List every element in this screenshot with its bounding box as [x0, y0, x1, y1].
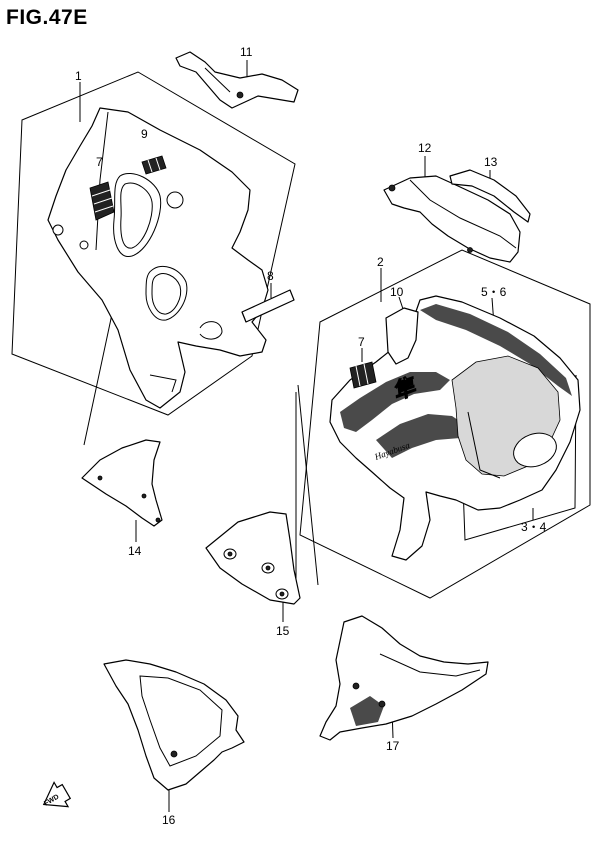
part-11-bracket: [175, 51, 299, 109]
part-15-panel: [205, 511, 301, 605]
label-part-9: 9: [141, 127, 148, 141]
part-2-cowling: Hayabusa 隼: [329, 295, 581, 561]
label-part-7-left: 7: [96, 155, 103, 169]
part-13-strip: [449, 169, 531, 223]
label-part-13: 13: [484, 155, 498, 169]
label-part-1: 1: [75, 69, 82, 83]
part-7-pad-left: [89, 181, 115, 221]
label-part-14: 14: [128, 544, 142, 558]
part-12-duct: [383, 175, 521, 263]
label-part-2: 2: [377, 255, 384, 269]
part-9-patch: [141, 155, 167, 175]
label-part-12: 12: [418, 141, 432, 155]
figure-title: FIG.47E: [6, 6, 88, 29]
label-part-8: 8: [267, 269, 274, 283]
label-part-3-4: 3・4: [521, 520, 547, 534]
fwd-arrow-icon: [42, 781, 72, 808]
label-part-15: 15: [276, 624, 290, 638]
group-box-right: [299, 249, 591, 599]
part-17-under-cowl: [319, 615, 489, 741]
part-8-strip: [241, 289, 295, 323]
part-10-inner: [385, 307, 419, 365]
label-part-7-right: 7: [358, 335, 365, 349]
label-part-5-6: 5・6: [481, 285, 507, 299]
label-part-17: 17: [386, 739, 400, 753]
label-part-16: 16: [162, 813, 176, 827]
group-box-left: [11, 71, 296, 416]
assembly-line-a: [83, 299, 116, 446]
part-14-panel: [81, 439, 163, 527]
assembly-line-b: [297, 384, 319, 586]
label-part-11: 11: [240, 45, 253, 59]
part-1-inner-panel: [47, 107, 269, 409]
label-part-10: 10: [390, 285, 404, 299]
part-16-lower-cowl: [103, 659, 245, 791]
part-7-pad-right: [349, 361, 377, 389]
